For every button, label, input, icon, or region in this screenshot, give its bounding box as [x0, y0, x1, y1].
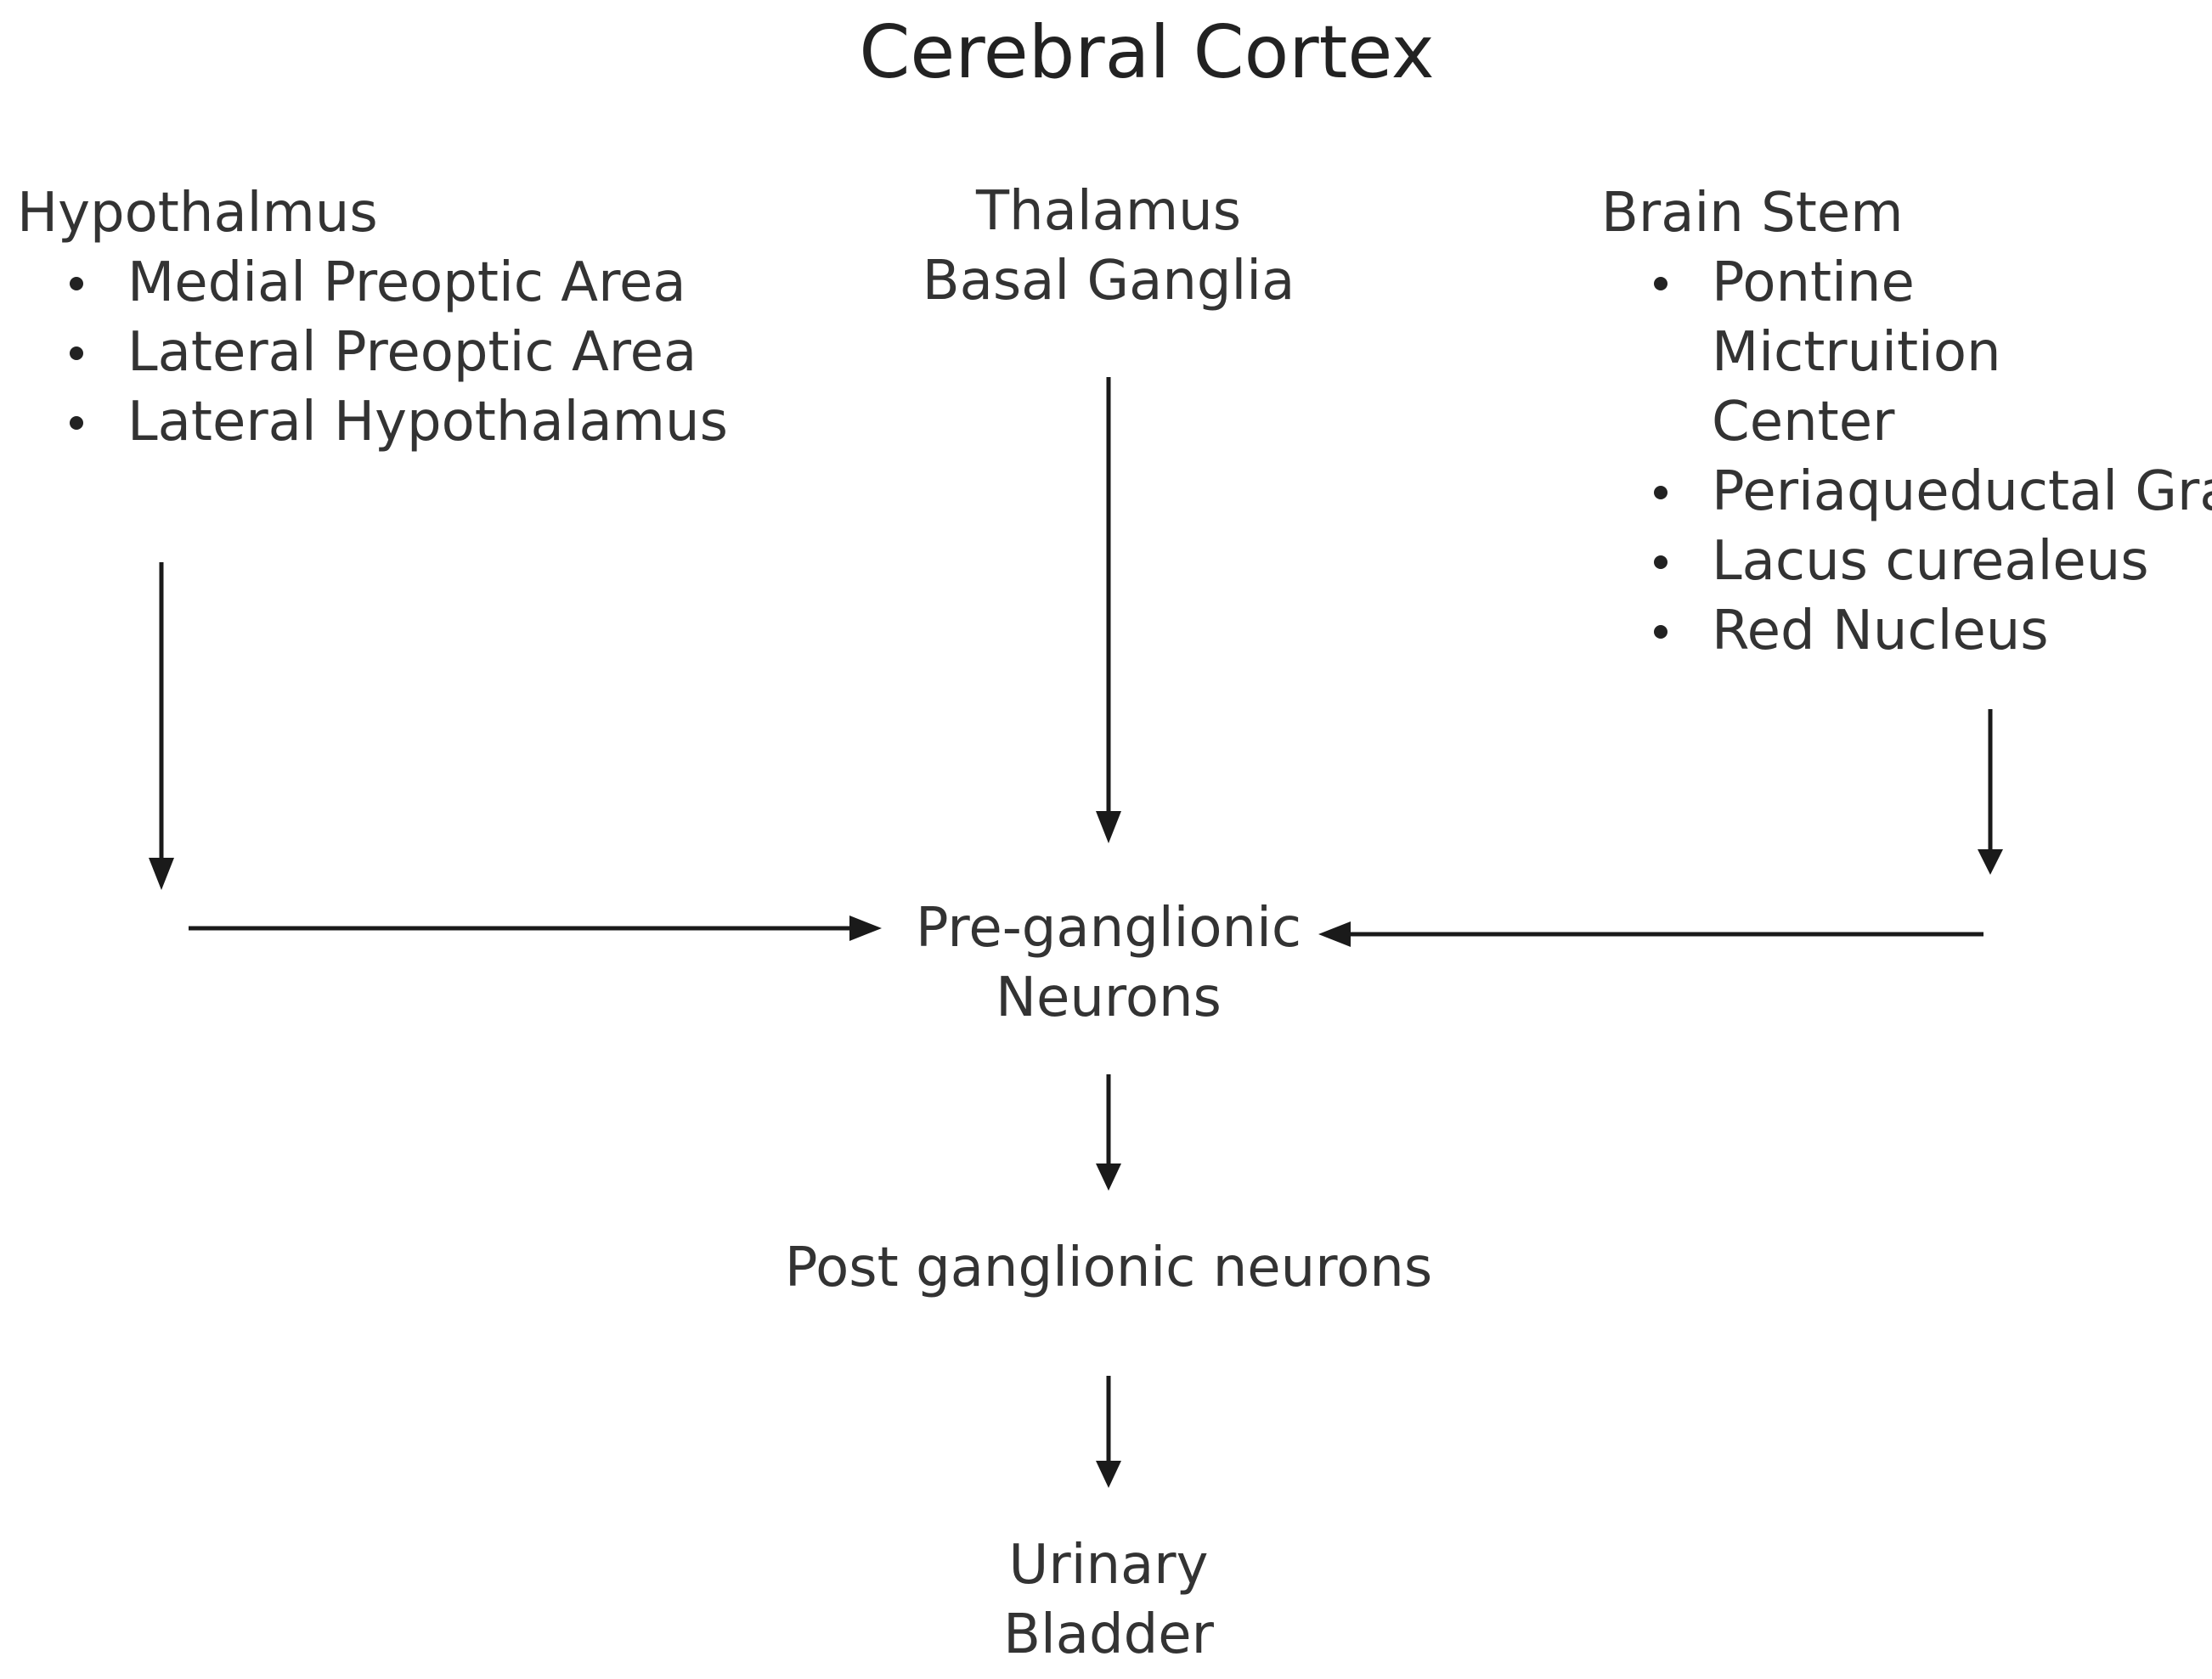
arrowhead [1096, 811, 1121, 843]
hypothalamus-heading: Hypothalmus [17, 182, 378, 245]
diagram-title: Cerebral Cortex [859, 10, 1435, 95]
preganglionic-node: Pre-ganglionic Neurons [849, 893, 1368, 1033]
bladder-node: Urinary Bladder [849, 1530, 1368, 1670]
hypothalamus-list: Medial Preoptic Area Lateral Preoptic Ar… [17, 248, 728, 457]
hypothalamus-item: Lateral Hypothalamus [17, 387, 728, 457]
neurons-label: Neurons [996, 966, 1222, 1029]
thalamus-label: Thalamus [975, 180, 1242, 243]
arrowhead [149, 858, 174, 890]
basal-ganglia-label: Basal Ganglia [922, 250, 1295, 313]
preganglionic-label: Pre-ganglionic [915, 897, 1302, 960]
arrowhead [1096, 1163, 1121, 1191]
urinary-label: Urinary [1008, 1534, 1209, 1597]
brain-stem-node: Brain Stem Pontine Mictruition Center Pe… [1601, 178, 2212, 666]
brain-stem-item: Pontine Mictruition Center [1601, 248, 2187, 457]
thalamus-node: Thalamus Basal Ganglia [849, 177, 1368, 316]
brain-stem-item: Lacus curealeus [1601, 527, 2212, 596]
arrowhead [1096, 1461, 1121, 1488]
arrowhead [1978, 849, 2003, 875]
hypothalamus-item: Medial Preoptic Area [17, 248, 728, 318]
hypothalamus-item: Lateral Preoptic Area [17, 318, 728, 387]
bladder-label: Bladder [1003, 1603, 1214, 1666]
brain-stem-item: Red Nucleus [1601, 596, 2212, 666]
arrowhead [849, 916, 882, 941]
postganglionic-node: Post ganglionic neurons [784, 1237, 1433, 1299]
arrowhead [1318, 921, 1351, 947]
brain-stem-list: Pontine Mictruition Center Periaqueducta… [1601, 248, 2212, 666]
brain-stem-item: Periaqueductal Gray [1601, 457, 2212, 527]
brain-stem-heading: Brain Stem [1601, 182, 1904, 245]
hypothalamus-node: Hypothalmus Medial Preoptic Area Lateral… [17, 178, 728, 457]
